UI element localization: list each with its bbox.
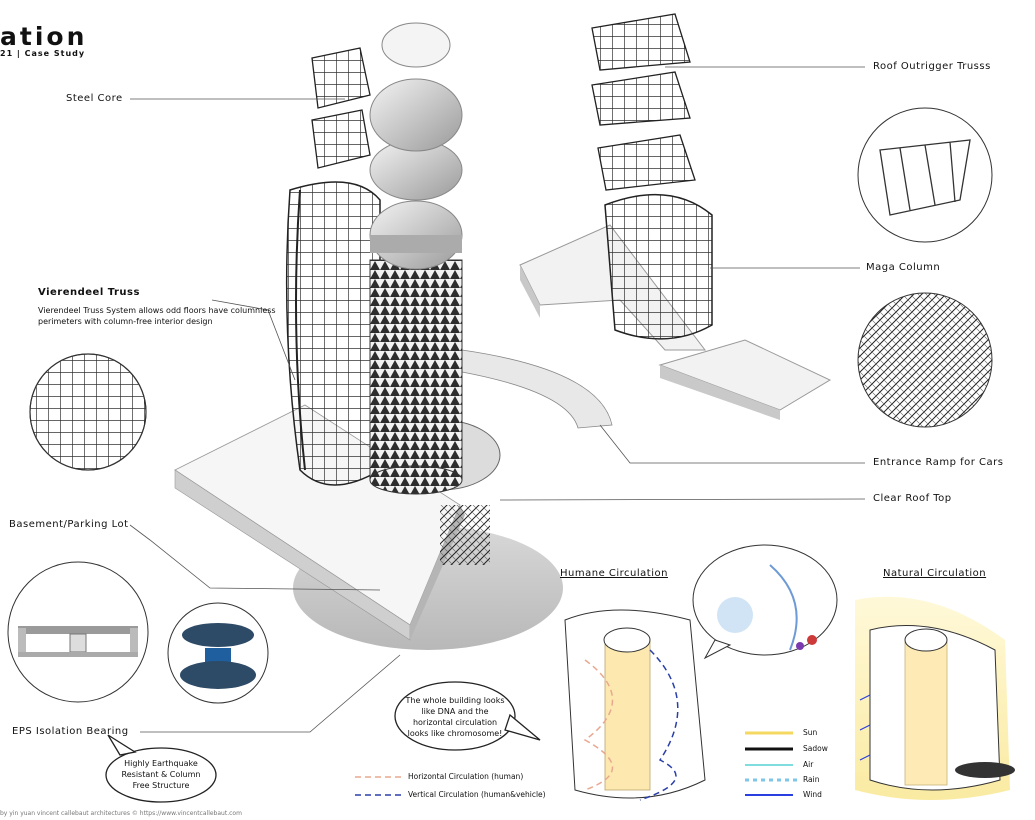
detail-circle-isolation-bearing [167,602,269,704]
label-vierendeel-truss: Vierendeel Truss [38,287,140,298]
image-caption: by yin yuan vincent callebaut architectu… [0,810,242,817]
label-entrance-ramp: Entrance Ramp for Cars [873,457,1004,468]
section-title-humane-circulation: Humane Circulation [560,568,668,579]
legend-natural-shadow: Sadow [803,744,828,753]
legend-human-horizontal: Horizontal Circulation (human) [408,772,524,781]
natural-circulation-drawing [855,596,1015,800]
label-steel-core: Steel Core [66,93,123,104]
legend-natural-wind: Wind [803,790,822,799]
legend-lines-human [355,776,402,796]
vierendeel-description: Vierendeel Truss System allows odd floor… [38,306,276,326]
label-basement-parking: Basement/Parking Lot [9,519,129,530]
earthquake-bubble-shape [105,734,217,803]
legend-natural-rain: Rain [803,775,820,784]
label-eps-isolation-bearing: EPS Isolation Bearing [12,726,129,737]
dna-bubble [692,544,838,660]
humane-circulation-drawing [564,609,706,801]
label-clear-roof-top: Clear Roof Top [873,493,952,504]
legend-natural-air: Air [803,760,814,769]
dna-text-bubble-shape [394,681,541,751]
page-title: ation [0,22,88,51]
legend-lines-natural [745,731,797,796]
right-tower-drawing [519,13,832,420]
leader-lines [129,66,866,733]
detail-circle-outrigger [857,107,993,243]
label-maga-column: Maga Column [866,262,941,273]
legend-human-vertical: Vertical Circulation (human&vehicle) [408,790,546,799]
detail-circle-isolation-section [7,561,149,703]
detail-circle-mega-column [857,292,993,428]
main-tower-drawing [174,22,613,650]
dna-bubble-text: The whole building looks like DNA and th… [405,696,505,738]
page-subtitle: 21 | Case Study [0,49,86,58]
earthquake-bubble-text: Highly Earthquake Resistant & Column Fre… [121,759,201,790]
section-title-natural-circulation: Natural Circulation [883,568,987,579]
legend-natural-sun: Sun [803,728,818,737]
detail-circle-vierendeel [29,353,147,471]
label-roof-outrigger-truss: Roof Outrigger Trusss [873,61,991,72]
